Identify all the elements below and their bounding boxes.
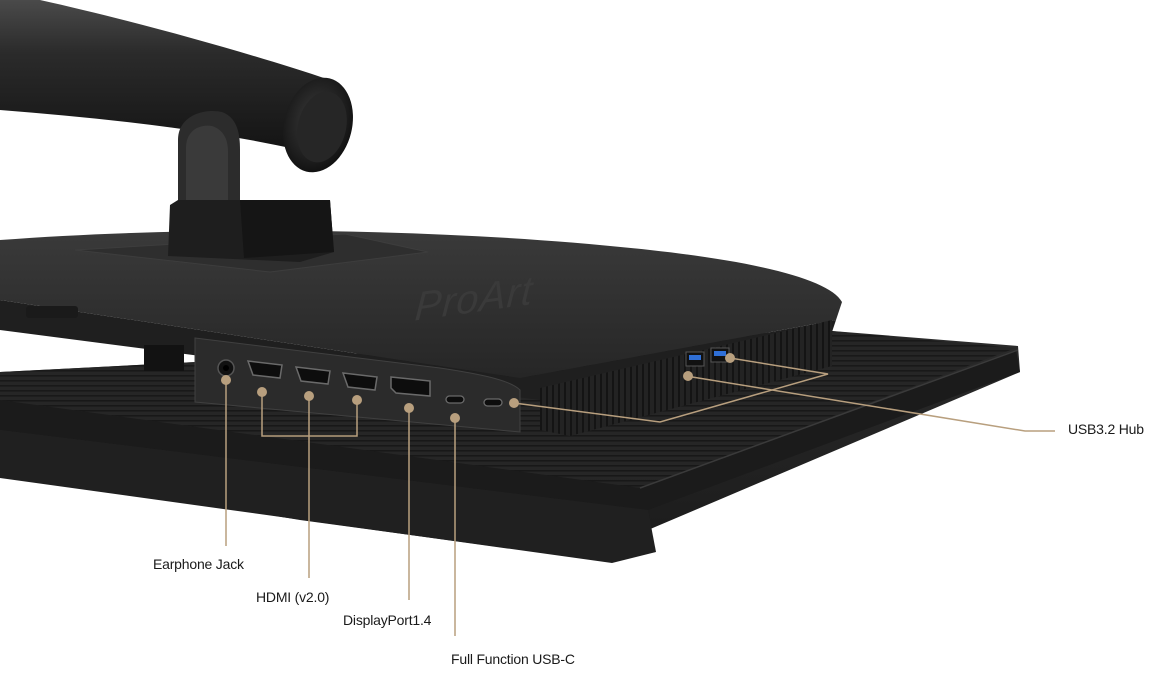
callout-label-usb-hub: USB3.2 Hub bbox=[1068, 421, 1144, 437]
callout-lines bbox=[225, 357, 1055, 636]
callout-label-displayport: DisplayPort1.4 bbox=[343, 612, 432, 628]
side-button bbox=[26, 306, 78, 318]
usb-a-port-2 bbox=[714, 351, 726, 356]
callout-label-usb-c: Full Function USB-C bbox=[451, 651, 575, 667]
monitor-stand bbox=[0, 0, 353, 262]
callout-dots bbox=[221, 353, 735, 423]
displayport-port bbox=[390, 376, 431, 397]
callout-label-hdmi: HDMI (v2.0) bbox=[256, 589, 329, 605]
callout-label-earphone-jack: Earphone Jack bbox=[153, 556, 245, 572]
hdmi-port-1 bbox=[246, 360, 283, 379]
usb-c-port-1 bbox=[445, 395, 465, 404]
callout-line-usbc-hub-bracket bbox=[513, 357, 829, 423]
hdmi-port-3 bbox=[341, 372, 378, 391]
callout-line-usb-hub bbox=[685, 375, 1055, 432]
usb-c-port-2 bbox=[483, 398, 503, 407]
callout-labels: Earphone Jack HDMI (v2.0) DisplayPort1.4… bbox=[153, 421, 1144, 667]
usb-a-port-1 bbox=[689, 355, 701, 360]
security-lock-slot bbox=[144, 345, 184, 371]
hdmi-port-2 bbox=[294, 366, 331, 385]
monitor-housing: ProArt bbox=[0, 230, 842, 436]
